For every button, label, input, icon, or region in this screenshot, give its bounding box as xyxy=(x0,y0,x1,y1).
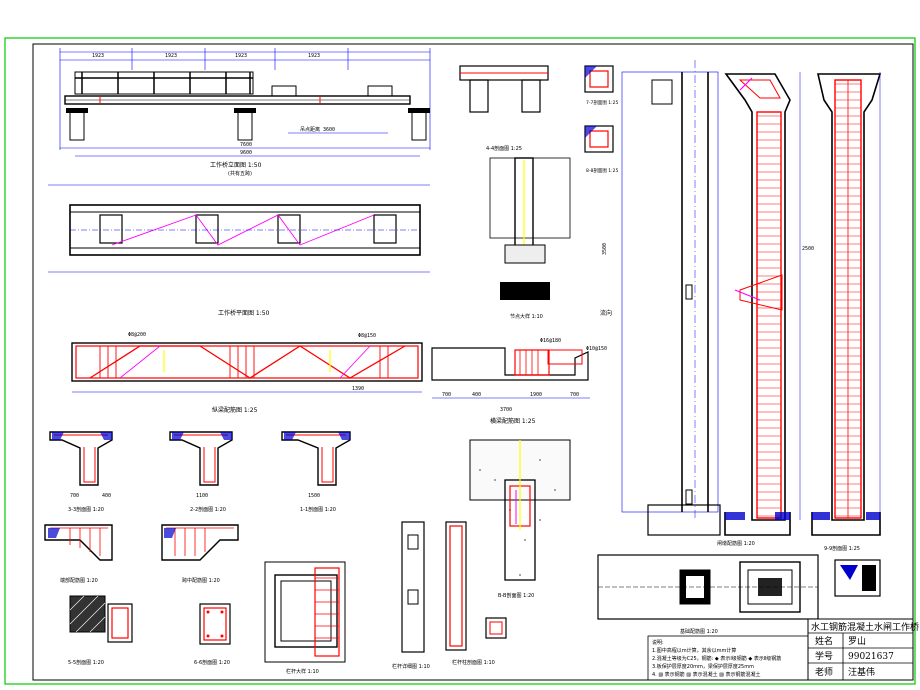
svg-text:跨中配筋图 1:20: 跨中配筋图 1:20 xyxy=(182,577,220,584)
elevation-title: 工作桥立面图 1:50 xyxy=(210,161,262,169)
section-11: 1-1剖面图 1:20 xyxy=(281,431,351,513)
svg-text:1-1剖面图 1:20: 1-1剖面图 1:20 xyxy=(300,506,336,513)
elevation-view: 1923 1923 1923 1923 吊点距离 3600 7600 9 xyxy=(59,48,431,177)
note-3: 3.板保护层厚度20mm，梁保护层厚度25mm xyxy=(652,663,754,670)
bar-label-1: Φ8@200 xyxy=(128,332,146,338)
svg-text:Φ10@150: Φ10@150 xyxy=(586,346,607,352)
svg-text:3-3剖面图 1:20: 3-3剖面图 1:20 xyxy=(68,506,104,513)
flow-label: 流向 xyxy=(600,309,612,317)
name-value: 罗山 xyxy=(848,636,866,647)
notes-heading: 说明: xyxy=(652,639,664,646)
svg-text:闸墩配筋图 1:20: 闸墩配筋图 1:20 xyxy=(717,540,755,547)
inner-frame xyxy=(32,43,914,681)
svg-text:B-B剖面图 1:20: B-B剖面图 1:20 xyxy=(498,592,534,599)
plan-view: 工作桥平面图 1:50 xyxy=(48,184,430,317)
bar-label-2: Φ8@150 xyxy=(358,333,376,339)
teacher-value: 汪基伟 xyxy=(848,666,875,678)
title-block-title: 水工钢筋混凝土水闸工作桥 xyxy=(811,621,919,633)
svg-text:Φ16@180: Φ16@180 xyxy=(540,338,561,344)
name-label: 姓名 xyxy=(815,635,833,647)
section-33: 3-3剖面图 1:20 xyxy=(49,431,113,513)
svg-text:1500: 1500 xyxy=(308,493,320,499)
span-dim-1: 1923 xyxy=(92,53,104,59)
end-mid-rebar: 端部配筋图 1:20 跨中配筋图 1:20 xyxy=(44,524,239,584)
svg-text:700: 700 xyxy=(570,392,579,398)
svg-text:2-2剖面图 1:20: 2-2剖面图 1:20 xyxy=(190,506,226,513)
svg-text:400: 400 xyxy=(102,493,111,499)
svg-text:横梁配筋图 1:25: 横梁配筋图 1:25 xyxy=(490,417,536,425)
section-bb: B-B剖面图 1:20 xyxy=(469,439,571,599)
beam-end-dim: 1390 xyxy=(352,386,364,392)
plan-title: 工作桥平面图 1:50 xyxy=(218,309,270,317)
svg-text:栏杆大样 1:10: 栏杆大样 1:10 xyxy=(286,668,319,675)
title-block: 水工钢筋混凝土水闸工作桥 姓名 罗山 学号 99021637 老师 汪基伟 xyxy=(807,618,919,681)
svg-text:3500: 3500 xyxy=(602,243,608,255)
svg-text:2500: 2500 xyxy=(802,246,814,252)
main-beam-title: 纵梁配筋图 1:25 xyxy=(212,406,258,414)
svg-text:4-4剖面图 1:25: 4-4剖面图 1:25 xyxy=(486,145,522,152)
elevation-subtitle: (共有五跨) xyxy=(228,170,252,177)
svg-text:8-8剖面图 1:25: 8-8剖面图 1:25 xyxy=(586,167,619,174)
sections-55-66: 5-5剖面图 1:20 6-6剖面图 1:20 xyxy=(68,595,231,666)
overall-dim: 9600 xyxy=(240,150,252,156)
svg-text:6-6剖面图 1:20: 6-6剖面图 1:20 xyxy=(194,659,230,666)
bottom-plan: 基础配筋图 1:20 xyxy=(597,554,881,635)
pier-elevation: 3500 流向 xyxy=(600,60,721,536)
center-dim: 吊点距离 3600 xyxy=(300,126,335,133)
note-1: 1.图中高程以m计算，其余以mm计算 xyxy=(652,647,736,654)
id-value: 99021637 xyxy=(848,652,894,662)
svg-text:栏杆柱剖面图 1:10: 栏杆柱剖面图 1:10 xyxy=(452,659,495,666)
id-label: 学号 xyxy=(815,650,833,662)
span-dim-3: 1923 xyxy=(235,53,247,59)
note-2: 2.混凝土等级为C25，钢筋: ◆ 表示Ⅰ级钢筋 ◆ 表示Ⅱ级钢筋 xyxy=(652,655,781,662)
section-44-joint: 4-4剖面图 1:25 7-7剖面图 1:25 8-8剖面图 1:25 节点大样… xyxy=(459,65,619,320)
section-22: 2-2剖面图 1:20 xyxy=(169,431,233,513)
span-dim-4: 1923 xyxy=(308,53,320,59)
note-4: 4. ▨ 表示钢筋 ▨ 表示混凝土 ▨ 表示钢筋混凝土 xyxy=(652,671,760,678)
span-dim-2: 1923 xyxy=(165,53,177,59)
notes-block: 说明: 1.图中高程以m计算，其余以mm计算 2.混凝土等级为C25，钢筋: ◆… xyxy=(647,635,809,681)
svg-text:7-7剖面图 1:25: 7-7剖面图 1:25 xyxy=(586,99,619,106)
svg-text:1900: 1900 xyxy=(530,392,542,398)
svg-text:3700: 3700 xyxy=(500,407,512,413)
main-beam-rebar: Φ8@200 Φ8@150 1390 纵梁配筋图 1:25 xyxy=(71,332,423,414)
svg-text:基础配筋图 1:20: 基础配筋图 1:20 xyxy=(680,628,718,635)
svg-text:端部配筋图 1:20: 端部配筋图 1:20 xyxy=(60,577,98,584)
svg-text:9-9剖面图 1:25: 9-9剖面图 1:25 xyxy=(824,545,860,552)
sections-row-1: 3-3剖面图 1:20 2-2剖面图 1:20 1-1剖面图 1:20 700 … xyxy=(49,431,351,513)
svg-text:400: 400 xyxy=(472,392,481,398)
span-total-dim: 7600 xyxy=(240,142,252,148)
svg-text:栏杆详细图 1:10: 栏杆详细图 1:10 xyxy=(392,663,430,670)
cross-beam-rebar: Φ10@150 Φ16@180 3700 700 400 1900 700 横梁… xyxy=(431,338,607,425)
teacher-label: 老师 xyxy=(815,666,833,678)
pier-rebar: 2500 闸墩配筋图 1:20 9-9剖面图 1:25 xyxy=(717,72,882,552)
rail-detail: 栏杆大样 1:10 栏杆详细图 1:10 栏杆柱剖面图 1:10 xyxy=(264,521,507,675)
svg-text:700: 700 xyxy=(70,493,79,499)
svg-text:节点大样 1:10: 节点大样 1:10 xyxy=(510,313,543,320)
svg-text:700: 700 xyxy=(442,392,451,398)
outer-frame xyxy=(4,37,916,685)
svg-text:5-5剖面图 1:20: 5-5剖面图 1:20 xyxy=(68,659,104,666)
svg-text:1100: 1100 xyxy=(196,493,208,499)
